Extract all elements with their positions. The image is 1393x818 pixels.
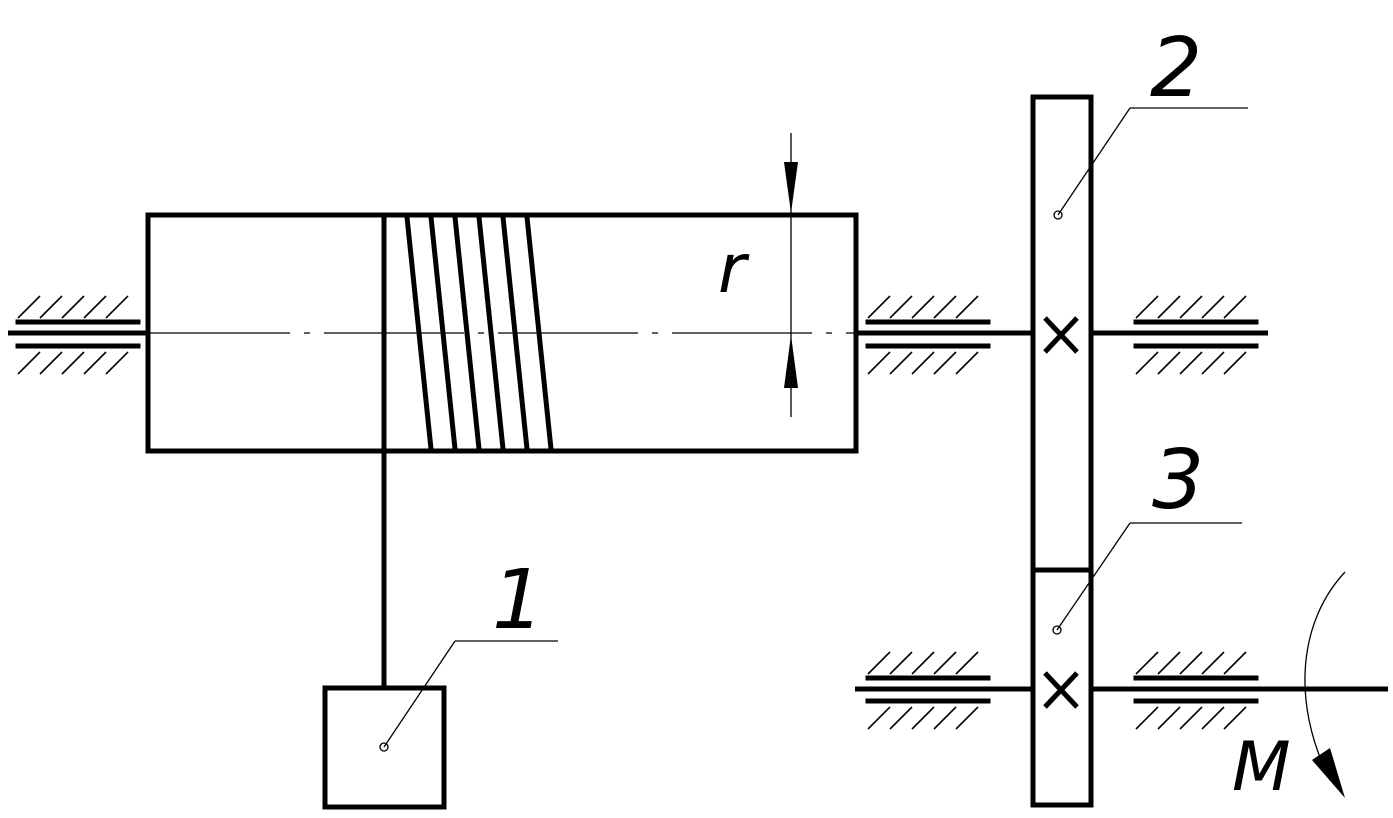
leader-line-2 <box>1057 107 1131 216</box>
rope-winding <box>381 212 554 454</box>
leader-line-3 <box>1056 522 1131 631</box>
part-label-3: 3 <box>1152 433 1204 528</box>
radius-label: r <box>718 230 750 309</box>
part-label-2: 2 <box>1150 21 1202 116</box>
gear-2-right-bearing <box>1091 295 1268 375</box>
gear-2-hub <box>1043 316 1079 354</box>
left-bearing <box>8 295 148 375</box>
moment-arrow <box>1304 571 1346 798</box>
radius-dimension <box>784 133 798 417</box>
load-block <box>322 685 447 810</box>
drum-right-bearing <box>856 295 1033 375</box>
leader-line-1 <box>383 640 456 748</box>
lower-right-bearing <box>1091 651 1388 730</box>
lower-left-bearing <box>855 651 1033 730</box>
part-label-1: 1 <box>492 553 544 648</box>
gear-3-hub <box>1043 671 1079 709</box>
moment-label: M <box>1232 728 1291 807</box>
